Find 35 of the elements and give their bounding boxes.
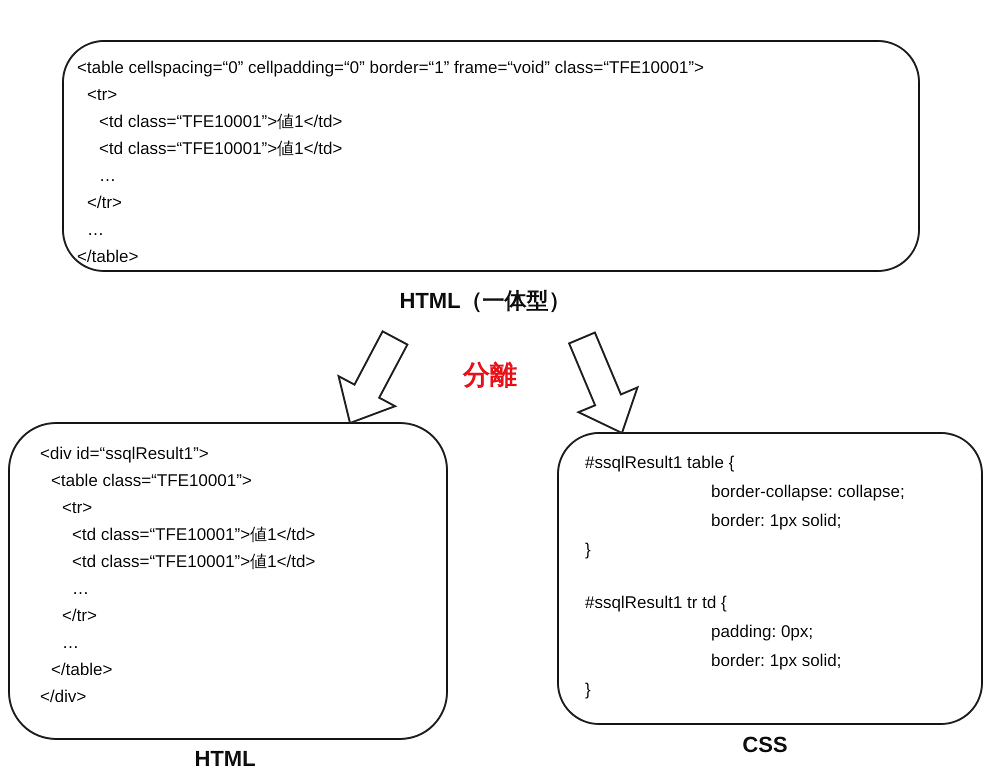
code-line: </tr> [62, 605, 97, 627]
box-caption: CSS [742, 732, 788, 758]
code-line: <table class=“TFE10001”> [51, 470, 252, 492]
code-line: </tr> [87, 192, 122, 214]
code-line: <td class=“TFE10001”>値1</td> [99, 138, 342, 160]
code-line: <td class=“TFE10001”>値1</td> [72, 524, 316, 546]
code-line: <table cellspacing=“0” cellpadding=“0” border=“1” frame=“void” class=“TFE10001”> [77, 57, 704, 79]
box-caption: HTML（一体型） [399, 287, 571, 315]
block-arrow [568, 331, 640, 434]
code-box [62, 40, 920, 272]
code-line: … [62, 632, 79, 654]
separation-label: 分離 [463, 359, 517, 392]
code-line: <td class=“TFE10001”>値1</td> [99, 111, 342, 133]
code-line: border: 1px solid; [711, 650, 842, 672]
code-line: } [585, 679, 591, 701]
code-line: <tr> [62, 497, 92, 519]
code-line: #ssqlResult1 tr td { [585, 592, 727, 614]
code-line: <div id=“ssqlResult1”> [40, 443, 209, 465]
code-line: </div> [40, 686, 86, 708]
code-line: … [72, 578, 89, 600]
code-box [557, 432, 983, 725]
code-line: padding: 0px; [711, 621, 814, 643]
code-line: border-collapse: collapse; [711, 481, 905, 503]
code-line: } [585, 539, 591, 561]
box-caption: HTML [194, 746, 256, 772]
code-line: <tr> [87, 84, 118, 106]
code-line: </table> [77, 246, 138, 268]
code-box [8, 422, 448, 740]
code-line: #ssqlResult1 table { [585, 452, 734, 474]
code-line: … [99, 165, 116, 187]
code-line: border: 1px solid; [711, 510, 842, 532]
code-line: … [87, 219, 104, 241]
block-arrow [337, 330, 409, 424]
code-line: </table> [51, 659, 112, 681]
code-line: <td class=“TFE10001”>値1</td> [72, 551, 316, 573]
